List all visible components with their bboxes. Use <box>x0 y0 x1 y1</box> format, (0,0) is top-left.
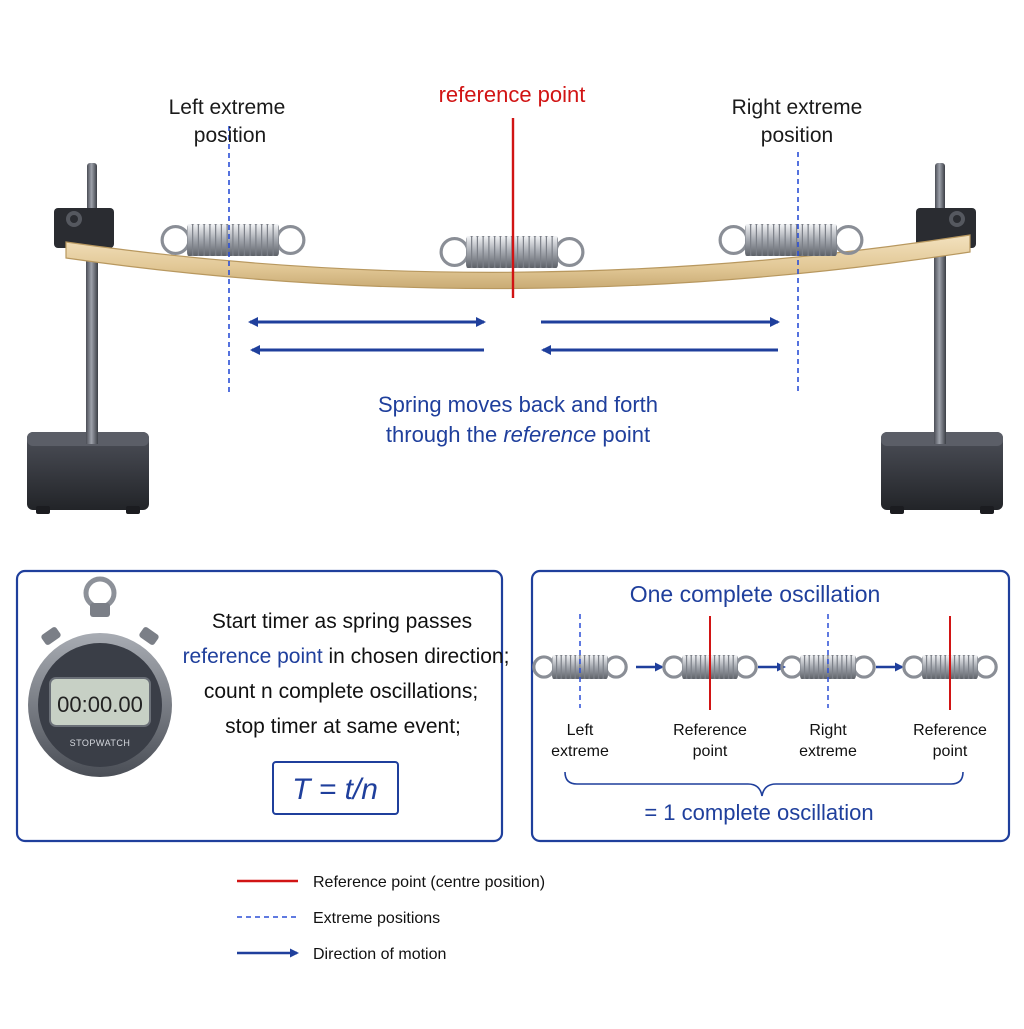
oscillation-box <box>530 569 1011 843</box>
stopwatch-icon: 00:00.00 STOPWATCH <box>28 576 172 777</box>
motion-caption-line1: Spring moves back and forth <box>378 392 658 417</box>
step-label-line2: point <box>693 743 728 760</box>
instruction-line2: reference point in chosen direction; <box>183 645 510 668</box>
step-label-line2: extreme <box>799 743 857 760</box>
oscillation-brace <box>564 771 964 797</box>
left-spring <box>160 224 306 256</box>
step-label-line1: Left <box>567 722 594 739</box>
right-extreme-label-line2: position <box>761 124 833 147</box>
period-formula: T = t/n <box>292 773 378 806</box>
instruction-line3: count n complete oscillations; <box>204 680 478 703</box>
motion-arrows <box>248 317 780 355</box>
formula-box <box>272 761 399 815</box>
caption-italic: reference <box>503 422 596 447</box>
reference-point-label: reference point <box>439 82 586 107</box>
left-extreme-label-line1: Left extreme <box>169 96 286 119</box>
instruction-line4: stop timer at same event; <box>225 715 461 738</box>
legend: Reference point (centre position) Extrem… <box>237 874 545 963</box>
instruction-line2-rest: in chosen direction; <box>323 645 510 668</box>
oscillation-steps: Left extreme Reference point Right extreme Ref… <box>532 614 998 760</box>
step-label-line1: Reference <box>673 722 747 739</box>
right-spring <box>718 224 864 256</box>
step-label-line1: Reference <box>913 722 987 739</box>
center-spring <box>439 236 585 268</box>
right-extreme-label-line1: Right extreme <box>732 96 863 119</box>
stopwatch-brand-label: STOPWATCH <box>70 738 131 748</box>
wooden-beam <box>65 234 971 290</box>
oscillation-step: Left extreme <box>532 614 628 760</box>
legend-arrow-text: Direction of motion <box>313 946 446 963</box>
instruction-line1: Start timer as spring passes <box>212 610 472 633</box>
left-stand <box>27 163 149 514</box>
legend-extreme-text: Extreme positions <box>313 910 440 927</box>
oscillation-step: Reference point <box>902 616 998 760</box>
oscillation-step: Reference point <box>662 616 758 760</box>
stopwatch-display: 00:00.00 <box>57 692 143 717</box>
motion-caption-line2: through the reference point <box>386 422 650 447</box>
instruction-reference-point: reference point <box>183 645 323 668</box>
caption-prefix: through the <box>386 422 503 447</box>
step-label-line2: point <box>933 743 968 760</box>
oscillation-step: Right extreme <box>780 614 876 760</box>
step-label-line2: extreme <box>551 743 609 760</box>
oscillation-title: One complete oscillation <box>630 581 881 607</box>
step-label-line1: Right <box>809 722 847 739</box>
right-stand <box>881 163 1003 514</box>
oscillation-result: = 1 complete oscillation <box>644 800 873 825</box>
legend-reference-text: Reference point (centre position) <box>313 874 545 891</box>
left-extreme-label-line2: position <box>194 124 266 147</box>
caption-suffix: point <box>596 422 650 447</box>
